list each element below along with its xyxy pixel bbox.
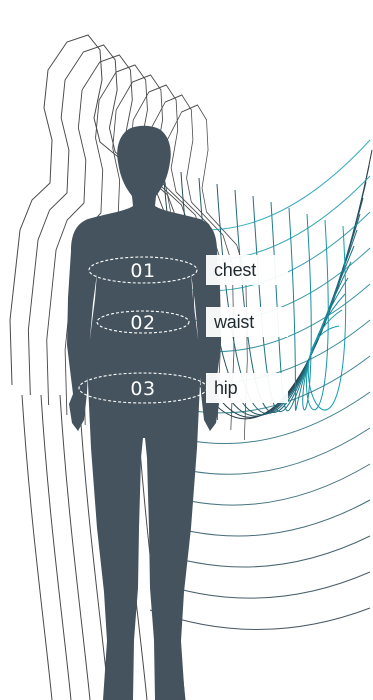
silhouette-shape	[67, 126, 221, 700]
label-waist: waist	[214, 313, 254, 331]
label-chest-panel: chest	[206, 255, 288, 285]
measurement-number-2: 03	[130, 378, 155, 400]
ghost-leg-2	[60, 395, 90, 700]
label-hip-panel: hip	[206, 373, 288, 403]
front-silhouette	[67, 126, 221, 700]
mesh-row-13	[150, 608, 370, 630]
mesh-curve-10	[306, 220, 342, 410]
ghost-leg-0	[22, 395, 52, 700]
ghost-leg-1	[41, 395, 71, 700]
measurement-number-1: 02	[130, 312, 155, 334]
label-chest: chest	[214, 261, 256, 279]
measurement-number-0: 01	[130, 260, 155, 282]
label-waist-panel: waist	[206, 307, 288, 337]
label-hip: hip	[214, 379, 237, 397]
